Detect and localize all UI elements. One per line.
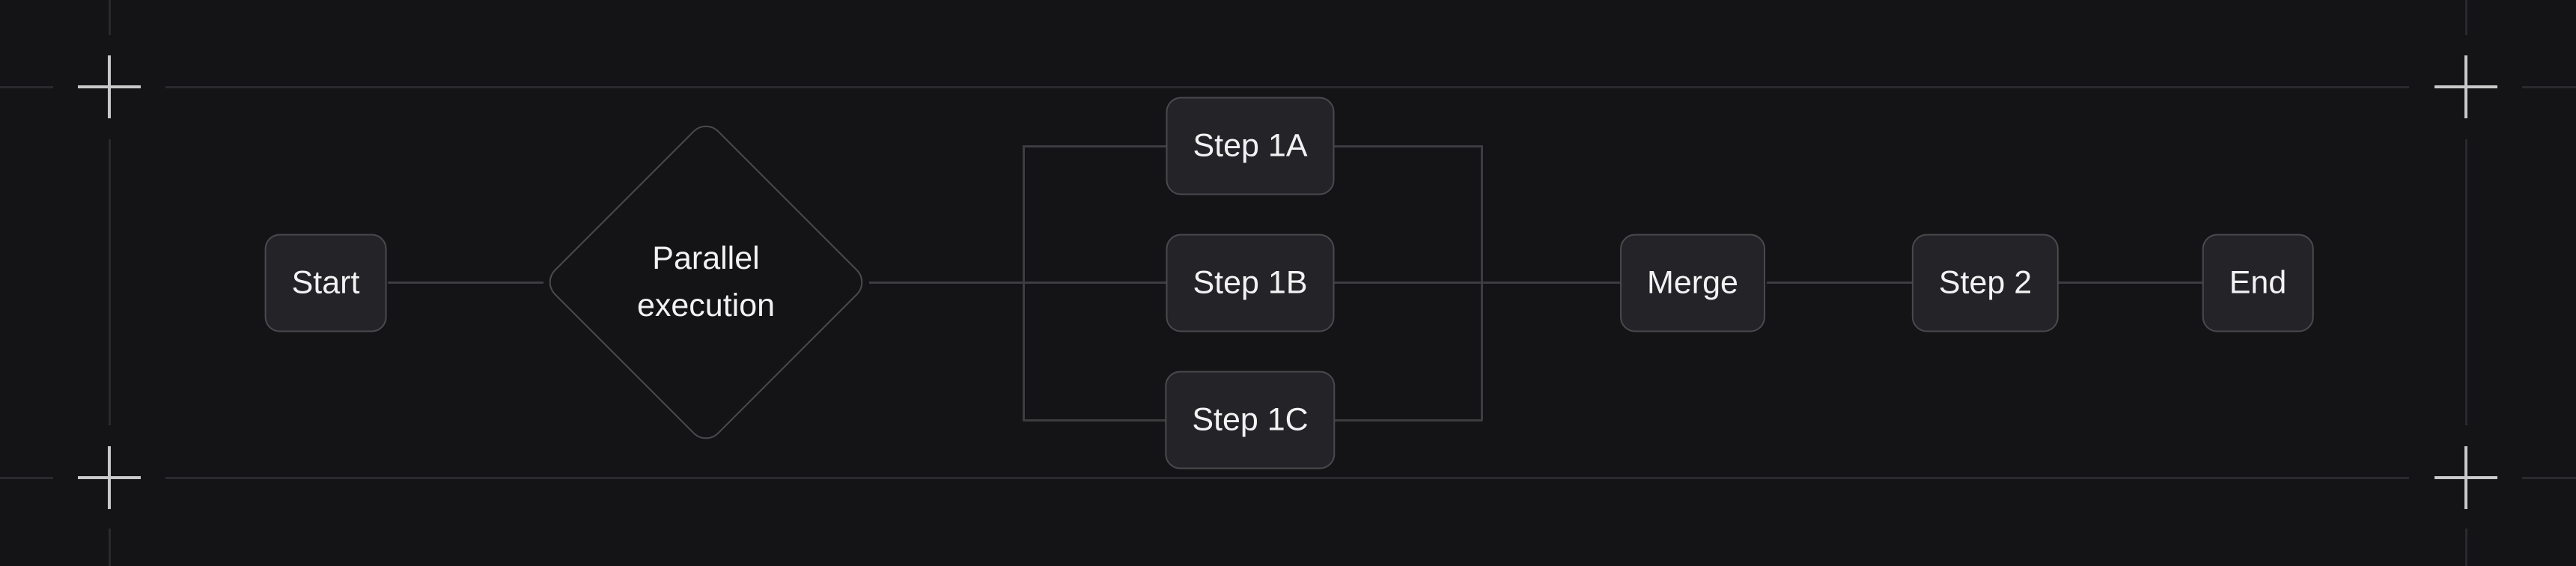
edge-step2-to-end xyxy=(2056,282,2205,284)
frame-border-right-middle-segment xyxy=(2465,139,2467,425)
node-label: Start xyxy=(291,264,360,301)
crosshair-top-left-icon xyxy=(78,55,141,118)
frame-border-top-left-segment xyxy=(0,86,53,88)
edge-step1c-to-merge-branch xyxy=(1332,419,1482,422)
edge-start-to-parallel xyxy=(388,282,543,284)
edge-merge-to-step2 xyxy=(1767,282,1916,284)
node-start[interactable]: Start xyxy=(264,234,387,332)
node-label: Step 1B xyxy=(1193,264,1308,301)
frame-border-top-middle-segment xyxy=(165,86,2409,88)
frame-border-right-upper-segment xyxy=(2465,0,2467,35)
frame-border-bottom-middle-segment xyxy=(165,477,2409,479)
crosshair-bottom-left-icon xyxy=(78,446,141,509)
node-label: Step 1C xyxy=(1192,401,1309,438)
crosshair-top-right-icon xyxy=(2435,55,2497,118)
node-label: Parallel execution xyxy=(636,240,776,323)
edge-step1a-to-merge-branch xyxy=(1332,145,1482,147)
frame-border-right-lower-segment xyxy=(2465,529,2467,566)
frame-border-left-upper-segment xyxy=(109,0,111,35)
node-step-2[interactable]: Step 2 xyxy=(1911,234,2059,332)
node-end[interactable]: End xyxy=(2202,234,2314,332)
node-label: Merge xyxy=(1647,264,1738,301)
frame-border-bottom-right-segment xyxy=(2522,477,2576,479)
frame-border-bottom-left-segment xyxy=(0,477,53,479)
frame-border-left-middle-segment xyxy=(109,139,111,425)
node-merge[interactable]: Merge xyxy=(1620,234,1765,332)
edge-branch-to-step1a xyxy=(1023,145,1169,147)
node-step-1b[interactable]: Step 1B xyxy=(1166,234,1335,332)
node-label: End xyxy=(2229,264,2287,301)
edge-parallel-to-step1b xyxy=(869,282,1169,284)
node-label: Step 2 xyxy=(1938,264,2033,301)
node-step-1c[interactable]: Step 1C xyxy=(1165,371,1336,469)
crosshair-bottom-right-icon xyxy=(2435,446,2497,509)
node-label: Step 1A xyxy=(1193,127,1308,164)
edge-branch-left-vertical xyxy=(1023,145,1025,421)
edge-branch-to-step1c xyxy=(1023,419,1169,422)
node-step-1a[interactable]: Step 1A xyxy=(1166,97,1335,195)
edge-step1b-to-merge xyxy=(1332,282,1620,284)
frame-border-left-lower-segment xyxy=(109,529,111,566)
frame-border-top-right-segment xyxy=(2522,86,2576,88)
